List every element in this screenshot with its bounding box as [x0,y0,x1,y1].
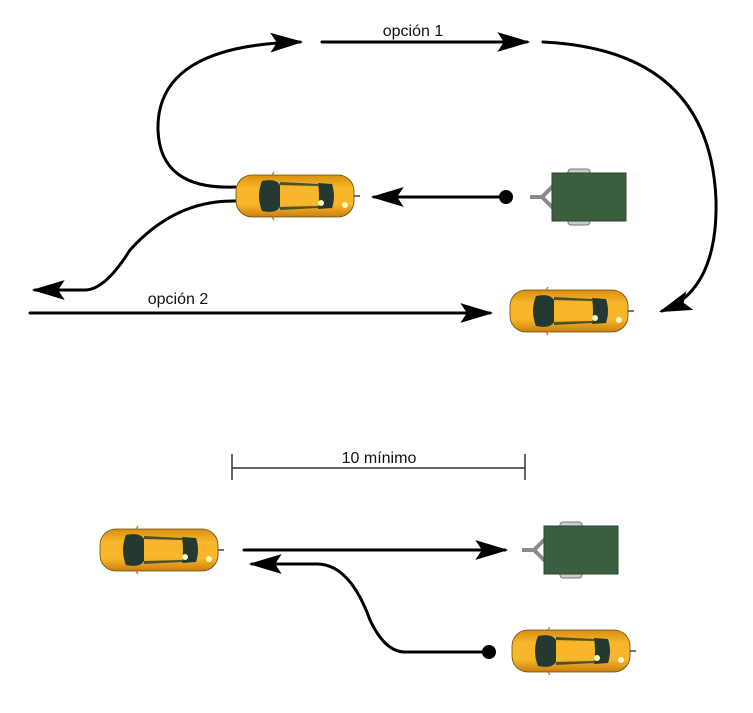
return-path-arrow [248,554,490,654]
hitch-point-bottom [482,645,496,659]
car-bottom-right [511,626,637,676]
option2-exit-curve [31,199,237,300]
option1-label: opción 1 [383,23,444,40]
hitch-point [499,190,513,204]
trailer-bottom [520,520,620,580]
car-top-right [509,286,635,336]
scenario-top: opción 1 opción 2 [28,23,718,336]
option2-label: opción 2 [148,291,209,308]
option1-curve-left [156,32,304,189]
trailer-top [528,167,628,227]
scenario-bottom: 10 mínimo [99,450,637,676]
car-bottom-left [99,525,225,575]
option1-curve-right [541,40,718,313]
car-top-left [235,171,361,221]
distance-label: 10 mínimo [342,450,417,467]
